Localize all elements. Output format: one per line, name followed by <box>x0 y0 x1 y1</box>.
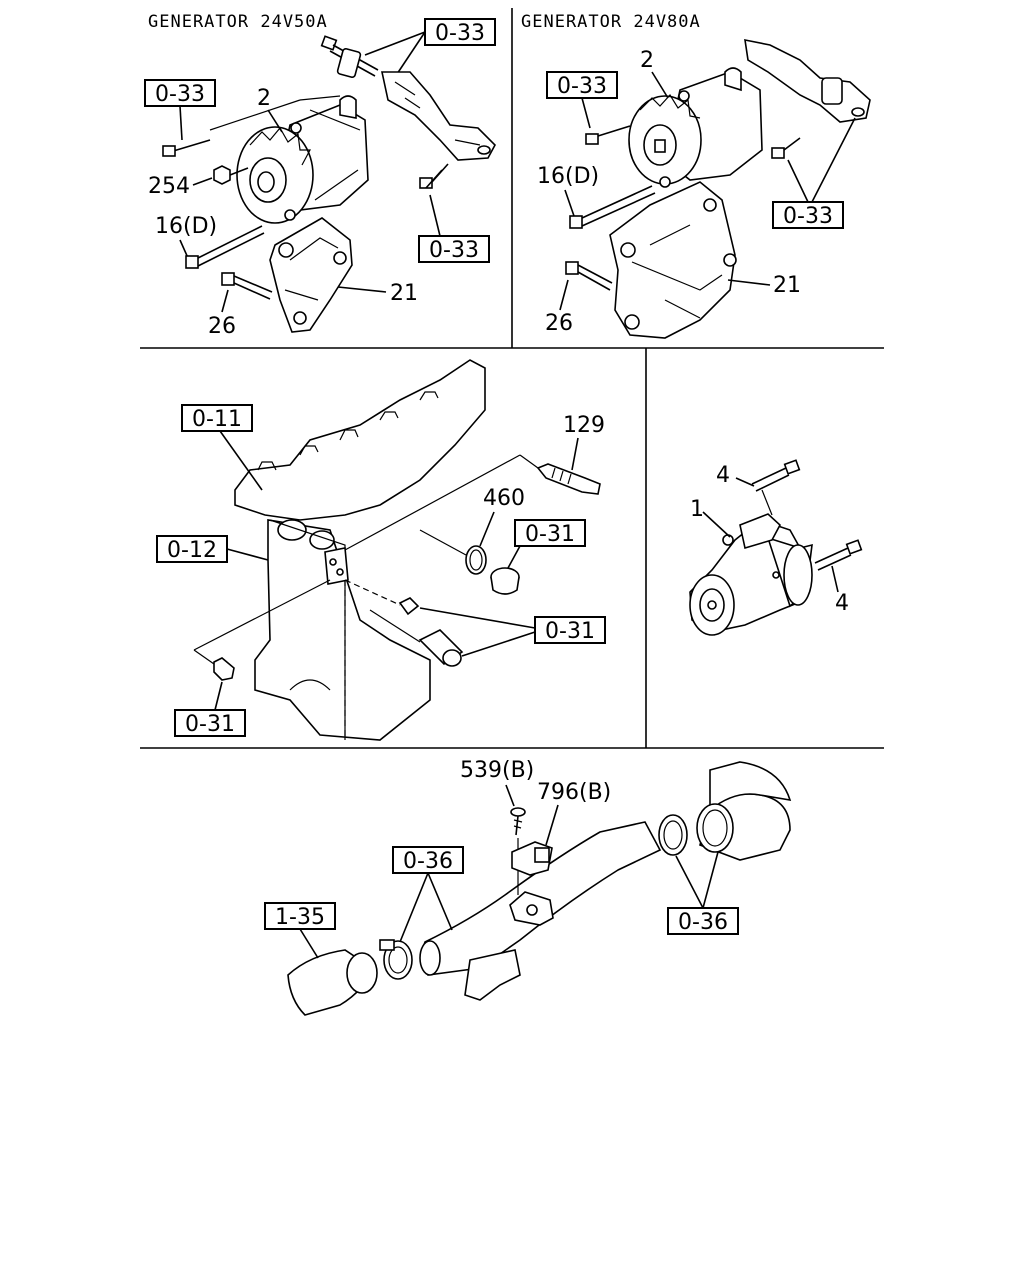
label-254: 254 <box>148 174 190 199</box>
label-26-80a: 26 <box>545 311 573 336</box>
bracket-21-80a <box>609 181 737 339</box>
label-1: 1 <box>690 497 704 522</box>
ref-box-0-11[interactable] <box>181 404 253 432</box>
label-129: 129 <box>563 413 605 438</box>
label-4-right: 4 <box>835 591 849 616</box>
ref-label-0-31-upper[interactable]: 0-31 <box>525 522 575 547</box>
screw-539b <box>510 807 526 895</box>
ref-label-0-33-top[interactable]: 0-33 <box>435 21 485 46</box>
sensor-796b <box>511 841 553 876</box>
label-16d: 16(D) <box>155 214 217 239</box>
plug-tube-middle <box>369 609 464 667</box>
panel-title-generator-50a: GENERATOR 24V50A <box>148 12 328 32</box>
ref-box-0-33-left-80a[interactable] <box>546 71 618 99</box>
label-460: 460 <box>483 486 525 511</box>
alternator-50a <box>236 95 369 224</box>
ref-label-0-33-right-80a[interactable]: 0-33 <box>783 204 833 229</box>
label-16d-80a: 16(D) <box>537 164 599 189</box>
ref-label-0-12[interactable]: 0-12 <box>167 538 217 563</box>
label-2-80a: 2 <box>640 48 654 73</box>
clamp-lower-left <box>379 939 413 980</box>
starter-motor <box>689 513 813 636</box>
bolt-4-top <box>751 459 801 492</box>
ref-box-0-36-left[interactable] <box>392 846 464 874</box>
label-21: 21 <box>390 281 418 306</box>
ref-label-0-36-right[interactable]: 0-36 <box>678 910 728 935</box>
panel-title-generator-80a: GENERATOR 24V80A <box>521 12 701 32</box>
label-21-80a: 21 <box>773 273 801 298</box>
ref-box-0-33-top[interactable] <box>424 18 496 46</box>
generator-24v50a-panel: GENERATOR 24V50A 0-33 0-33 <box>144 12 496 339</box>
plug-small-middle <box>344 579 420 616</box>
hose-upper-right <box>696 761 792 861</box>
ref-box-0-33-right[interactable] <box>418 235 490 263</box>
alternator-80a <box>628 67 763 188</box>
panel-frame <box>140 8 884 749</box>
bolt-right-80a <box>771 137 801 159</box>
plug-lower-left <box>193 579 331 681</box>
intake-pipe <box>419 821 662 1001</box>
ref-label-0-31-lower[interactable]: 0-31 <box>185 712 235 737</box>
gasket-460 <box>465 545 487 575</box>
engine-block-panel: 0-11 0-12 129 460 0-31 <box>156 359 606 741</box>
ref-label-0-33-right[interactable]: 0-33 <box>429 238 479 263</box>
hose-lower-left <box>287 949 378 1016</box>
sensor-129 <box>536 463 601 495</box>
label-4-top: 4 <box>716 463 730 488</box>
bolt-top-bracket <box>320 35 379 79</box>
ref-box-1-35[interactable] <box>264 902 336 930</box>
ref-box-0-31-upper[interactable] <box>514 519 586 547</box>
ref-label-0-33-left-80a[interactable]: 0-33 <box>557 74 607 99</box>
intake-pipe-panel: 539(B) 796(B) 0-36 0-36 1-35 <box>264 758 792 1016</box>
bolt-left-80a <box>585 125 631 145</box>
upper-bracket-80a <box>744 38 871 123</box>
generator-24v80a-panel: GENERATOR 24V80A 0-33 2 16(D <box>521 12 871 339</box>
ref-box-0-31-middle[interactable] <box>534 616 606 644</box>
bolt-26 <box>221 272 273 300</box>
bolt-left <box>162 139 211 157</box>
plug-0-31-upper <box>490 567 520 595</box>
ref-box-0-31-lower[interactable] <box>174 709 246 737</box>
long-bolt-16d <box>185 225 265 269</box>
nut-254 <box>213 165 249 185</box>
clamp-upper-right <box>658 814 688 856</box>
ref-box-0-33-left[interactable] <box>144 79 216 107</box>
bracket-21-50a <box>269 217 353 333</box>
long-bolt-16d-80a <box>569 185 656 229</box>
label-26: 26 <box>208 314 236 339</box>
starter-panel: 1 4 4 <box>689 459 863 636</box>
ref-label-0-33-left[interactable]: 0-33 <box>155 82 205 107</box>
ref-label-0-31-middle[interactable]: 0-31 <box>545 619 595 644</box>
bolt-26-80a <box>565 261 613 291</box>
label-539b: 539(B) <box>460 758 534 783</box>
cylinder-block <box>234 359 486 741</box>
label-796b: 796(B) <box>537 780 611 805</box>
ref-label-1-35[interactable]: 1-35 <box>275 905 325 930</box>
label-2: 2 <box>257 86 271 111</box>
bolt-4-right <box>814 539 863 571</box>
bolt-right-50a <box>419 163 449 189</box>
ref-label-0-36-left[interactable]: 0-36 <box>403 849 453 874</box>
mounting-bracket <box>381 71 496 161</box>
ref-label-0-11[interactable]: 0-11 <box>192 407 242 432</box>
ref-box-0-33-right-80a[interactable] <box>772 201 844 229</box>
